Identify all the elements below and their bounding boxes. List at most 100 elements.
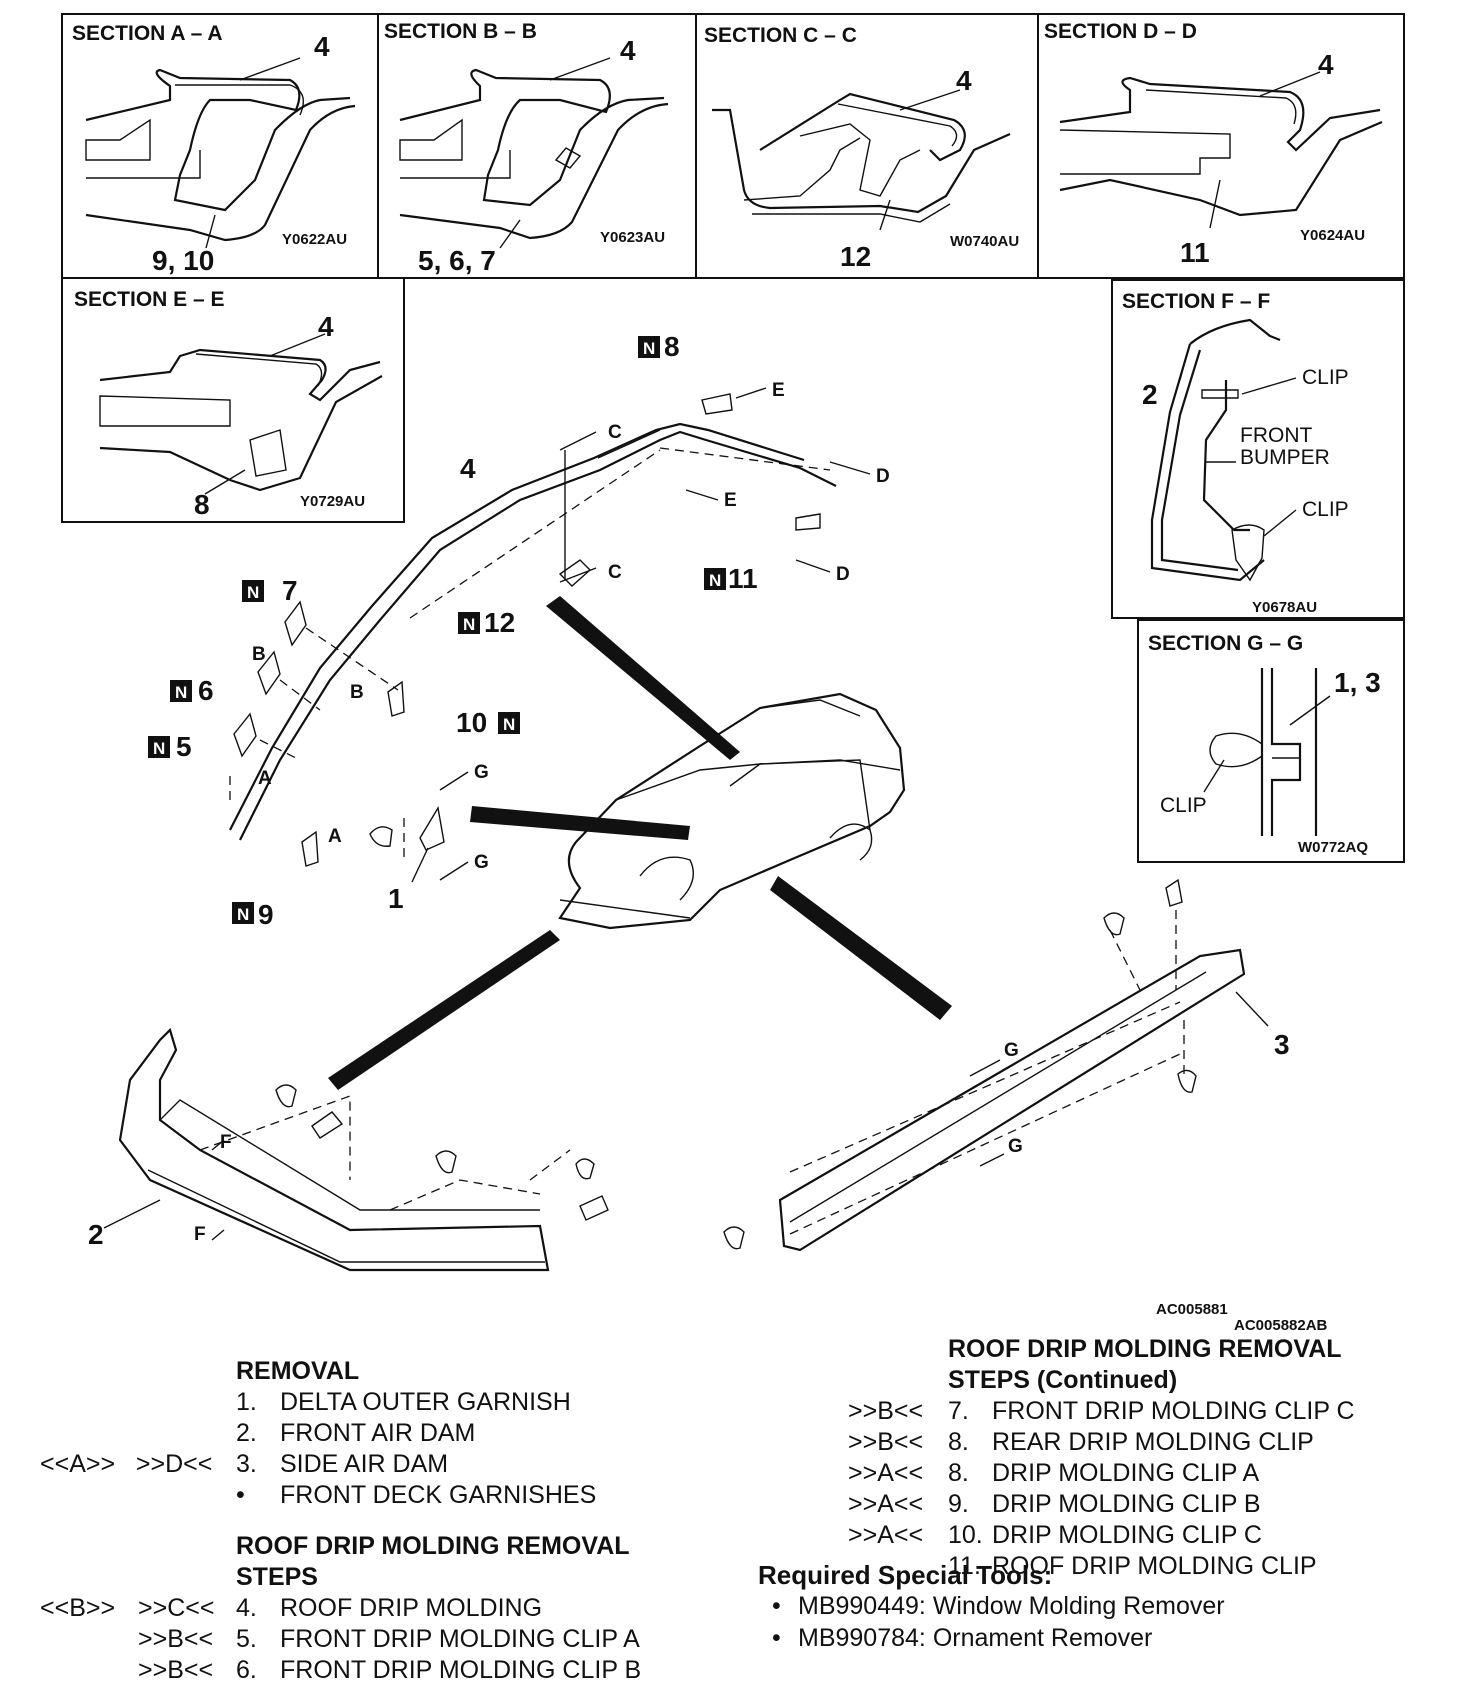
section-a-a-panel: SECTION A – A 4 9, 10 Y0622AU [61, 13, 379, 279]
arrow-label-a: A [328, 826, 342, 847]
list-item: •MB990449: Window Molding Remover [758, 1591, 1458, 1623]
bullet-icon: • [772, 1624, 781, 1652]
figure-code-2: AC005882AB [1234, 1317, 1328, 1330]
list-item: • MB990784: Ornament Remover [758, 1623, 1458, 1655]
callout-11: 11 [728, 563, 758, 594]
clip-label: CLIP [1160, 794, 1207, 817]
step-number: 4. [236, 1594, 257, 1622]
pointer-wedge [470, 806, 690, 840]
list-item: 1. DELTA OUTER GARNISH [40, 1387, 720, 1418]
step-number: 1. [236, 1388, 257, 1416]
callout-9-10: 9, 10 [152, 245, 214, 276]
callout-12: 12 [840, 241, 871, 272]
section-title: SECTION D – D [1044, 20, 1197, 43]
tools-heading: Required Special Tools: [758, 1560, 1053, 1590]
n-badge-8 [638, 336, 660, 358]
pointer-wedge [546, 596, 740, 760]
callout-2: 2 [88, 1219, 104, 1250]
step-text: FRONT DECK GARNISHES [280, 1481, 597, 1509]
step-number: 7. [948, 1397, 969, 1425]
figure-code-1: AC005881 [1156, 1301, 1228, 1318]
step-text: FRONT AIR DAM [280, 1419, 476, 1447]
arrow-label-f: F [220, 1132, 232, 1153]
section-e-e-panel: SECTION E – E 4 8 Y0729AU [61, 277, 405, 523]
n-badge-text: N [709, 571, 721, 590]
callout-9: 9 [258, 899, 274, 930]
step-number: 11. [948, 1552, 981, 1580]
list-item: 2.FRONT AIR DAM [40, 1418, 720, 1449]
step-code: >>B<< [848, 1397, 924, 1425]
list-item: >>B<<7.FRONT DRIP MOLDING CLIP C [848, 1396, 1448, 1427]
section-title: SECTION F – F [1122, 290, 1270, 313]
continued-heading-2: STEPS (Continued) [948, 1366, 1178, 1394]
n-badge-text: N [153, 739, 165, 758]
roof-steps-continued-section: ROOF DRIP MOLDING REMOVAL STEPS (Continu… [848, 1334, 1448, 1582]
callout-10: 10 [456, 707, 487, 738]
arrow-label-c: C [608, 562, 622, 583]
arrow-label-a: A [258, 768, 272, 789]
figure-code: Y0622AU [282, 231, 347, 248]
figure-code: Y0624AU [1300, 227, 1365, 244]
removal-section: REMOVAL 1. DELTA OUTER GARNISH 2.FRONT AI… [40, 1356, 720, 1686]
clip-label: CLIP [1302, 366, 1349, 389]
clip-label-2: CLIP [1302, 498, 1349, 521]
step-number: 8. [948, 1459, 969, 1487]
step-text: SIDE AIR DAM [280, 1450, 449, 1478]
n-badge-10 [498, 712, 520, 734]
list-item: >>A<< 9. DRIP MOLDING CLIP B [848, 1489, 1448, 1520]
roof-drip-molding: 4 [229, 422, 837, 841]
callout-1-3: 1, 3 [1334, 667, 1381, 698]
tool-text: MB990784: Ornament Remover [798, 1624, 1153, 1652]
callout-5-6-7: 5, 6, 7 [418, 245, 496, 276]
step-code: >>C<< [138, 1594, 215, 1622]
section-c-c-panel: SECTION C – C 4 12 W0740AU [695, 13, 1039, 279]
list-item: >>B<< 5. FRONT DRIP MOLDING CLIP A [40, 1624, 720, 1655]
step-text: FRONT DRIP MOLDING CLIP A [280, 1625, 640, 1653]
step-code: >>B<< [138, 1625, 214, 1653]
bullet-icon: • [772, 1592, 781, 1620]
n-badge-text: N [643, 339, 655, 358]
step-text: DRIP MOLDING CLIP C [992, 1521, 1262, 1549]
removal-heading: REMOVAL [236, 1357, 360, 1385]
step-code: >>A<< [848, 1459, 924, 1487]
list-item: 11. ROOF DRIP MOLDING CLIP [848, 1551, 1448, 1582]
step-number: 9. [948, 1490, 969, 1518]
list-item: >>B<<6.FRONT DRIP MOLDING CLIP B [40, 1655, 720, 1686]
figure-code: Y0678AU [1252, 599, 1317, 616]
n-badge-7 [242, 580, 264, 602]
arrow-label-g: G [474, 762, 489, 783]
n-badge-12 [458, 612, 480, 634]
step-text: ROOF DRIP MOLDING CLIP [992, 1552, 1317, 1580]
special-tools-section: Required Special Tools: •MB990449: Windo… [758, 1560, 1458, 1655]
n-badge-text: N [175, 683, 187, 702]
callout-4: 4 [1318, 49, 1334, 80]
pointer-wedge [328, 930, 560, 1090]
n-badge-text: N [237, 905, 249, 924]
n-badge-6 [170, 680, 192, 702]
arrow-label-g: G [1004, 1040, 1019, 1061]
car-illustration [558, 692, 906, 930]
step-number: 10. [948, 1521, 983, 1549]
section-title: SECTION C – C [704, 24, 857, 47]
figure-code: W0740AU [950, 233, 1019, 250]
step-number: • [236, 1481, 245, 1509]
step-number: 5. [236, 1625, 257, 1653]
arrow-label-e: E [772, 380, 785, 401]
callout-4: 4 [314, 31, 330, 62]
section-title: SECTION A – A [72, 22, 223, 45]
arrow-label-b: B [350, 682, 364, 703]
section-title: SECTION E – E [74, 288, 225, 311]
step-text: DRIP MOLDING CLIP B [992, 1490, 1261, 1518]
continued-heading: ROOF DRIP MOLDING REMOVAL [948, 1335, 1342, 1363]
section-b-b-panel: SECTION B – B 4 5, 6, 7 Y0623AU [377, 13, 697, 279]
step-code: >>A<< [848, 1490, 924, 1518]
figure-code: Y0623AU [600, 229, 665, 246]
front-label: FRONT [1240, 424, 1312, 447]
n-badge-text: N [503, 715, 515, 734]
arrow-label-c: C [608, 422, 622, 443]
step-text: REAR DRIP MOLDING CLIP [992, 1428, 1314, 1456]
step-code: >>B<< [848, 1428, 924, 1456]
list-item: >>A<<10.DRIP MOLDING CLIP C [848, 1520, 1448, 1551]
delta-outer-garnish [369, 806, 445, 883]
step-text: DELTA OUTER GARNISH [280, 1388, 571, 1416]
